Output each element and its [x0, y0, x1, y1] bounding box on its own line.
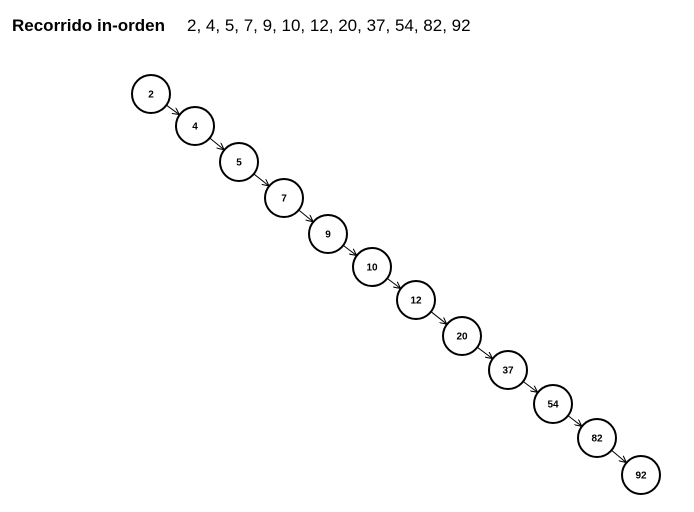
edge-arrow-54-to-82	[567, 415, 581, 426]
heading-label: Recorrido in-orden	[12, 16, 166, 35]
node-label: 54	[547, 400, 559, 411]
tree-node-7: 7	[264, 178, 304, 218]
node-circle	[577, 418, 617, 458]
node-circle	[488, 350, 528, 390]
edge-arrow-5-to-7	[253, 173, 269, 186]
node-label: 5	[236, 158, 242, 169]
nodes-group: 2 4 5 7 9 10 12 20 37 54 82 92	[131, 74, 661, 495]
node-circle	[396, 280, 436, 320]
edge-arrow-4-to-5	[209, 137, 224, 149]
node-circle	[442, 316, 482, 356]
node-circle	[308, 214, 348, 254]
tree-node-10: 10	[352, 247, 392, 287]
tree-node-92: 92	[621, 455, 661, 495]
tree-node-12: 12	[396, 280, 436, 320]
edge-arrow-82-to-92	[611, 449, 626, 462]
tree-node-54: 54	[533, 384, 573, 424]
tree-node-9: 9	[308, 214, 348, 254]
tree-node-5: 5	[219, 142, 259, 182]
node-circle	[264, 178, 304, 218]
tree-node-20: 20	[442, 316, 482, 356]
node-circle	[219, 142, 259, 182]
edge-arrow-12-to-20	[430, 311, 446, 324]
node-circle	[533, 384, 573, 424]
edge-arrow-37-to-54	[522, 381, 537, 392]
node-label: 7	[281, 194, 287, 205]
node-circle	[621, 455, 661, 495]
edge-arrow-10-to-12	[386, 277, 400, 288]
node-label: 9	[325, 230, 331, 241]
node-label: 10	[366, 263, 378, 274]
node-label: 4	[192, 122, 198, 133]
heading-sequence: 2, 4, 5, 7, 9, 10, 12, 20, 37, 54, 82, 9…	[187, 16, 471, 35]
node-label: 12	[410, 296, 422, 307]
node-circle	[131, 74, 171, 114]
tree-node-82: 82	[577, 418, 617, 458]
heading-row: Recorrido in-orden 2, 4, 5, 7, 9, 10, 12…	[12, 14, 471, 38]
node-circle	[352, 247, 392, 287]
edge-arrow-7-to-9	[298, 209, 313, 221]
tree-node-4: 4	[175, 106, 215, 146]
node-label: 20	[456, 332, 468, 343]
tree-node-37: 37	[488, 350, 528, 390]
edge-arrow-9-to-10	[342, 244, 356, 255]
edge-arrow-20-to-37	[477, 346, 492, 358]
edge-arrow-2-to-4	[166, 104, 178, 114]
node-label: 82	[591, 434, 603, 445]
node-label: 92	[635, 471, 647, 482]
node-label: 2	[148, 90, 154, 101]
tree-node-2: 2	[131, 74, 171, 114]
node-circle	[175, 106, 215, 146]
edges-group	[166, 104, 626, 462]
node-label: 37	[502, 366, 514, 377]
